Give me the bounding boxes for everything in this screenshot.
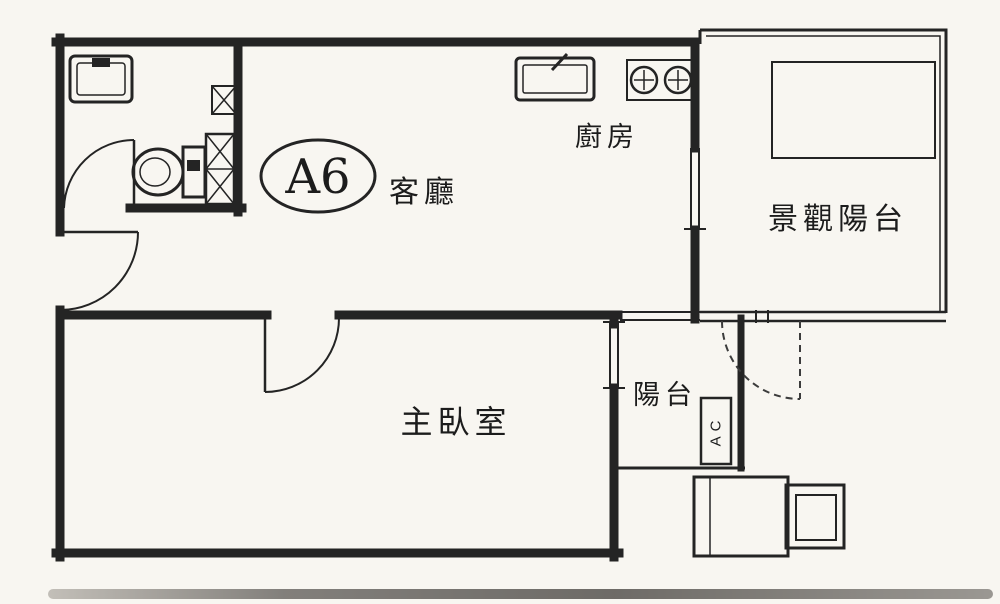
unit-label: A6 [284,149,350,205]
kitchen-sink-icon [514,52,596,102]
interior-walls [55,310,745,562]
bathroom-sink-icon [68,54,134,104]
unit-badge-ellipse [259,138,377,214]
balcony-tile-pattern [771,61,936,159]
kitchen-label: 廚房 [575,122,639,152]
ac-outdoor-unit-icon [692,475,846,558]
bedroom-door [263,317,340,393]
labels: A6 客廳 廚房 景觀陽台 主臥室 陽台 [259,122,908,440]
balcony-label: 陽台 [633,380,697,410]
ac-label: AC [708,416,725,447]
ac-closet [699,396,733,466]
scan-shadow-artifact [48,589,993,599]
windows [603,148,706,389]
living-room-label: 客廳 [389,176,459,209]
balcony-door-dashed [721,320,801,400]
master-bedroom-label: 主臥室 [400,404,511,440]
view-balcony-label: 景觀陽台 [768,203,908,236]
bathroom-fixtures [68,54,237,206]
stove-icon [626,59,696,101]
exterior-walls [51,33,700,562]
bathroom-door [63,139,136,209]
kitchen-fixtures [514,52,696,102]
view-balcony-outline [698,28,948,323]
shower-hatch-icon [204,132,236,206]
bathroom-walls [125,37,247,217]
entry-door [59,230,139,311]
vent-shaft-icon [211,85,237,115]
toilet-icon [131,145,207,199]
ac-equipment: AC [692,396,846,558]
